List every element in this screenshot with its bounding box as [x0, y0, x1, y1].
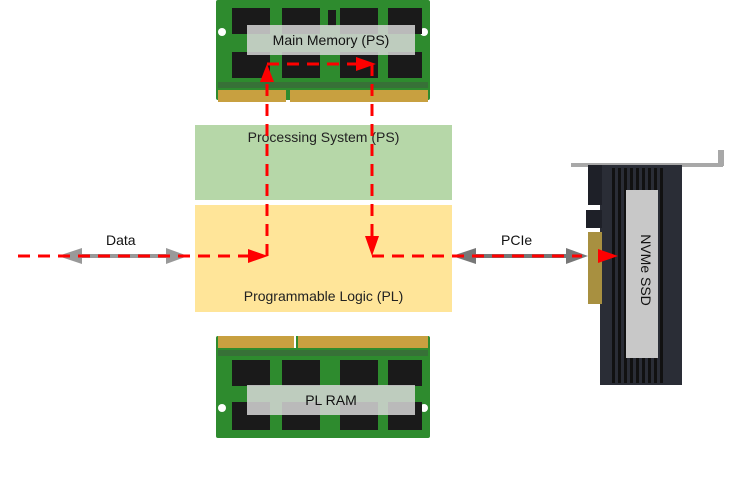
arrowhead-down-icon — [365, 236, 379, 256]
arrowhead-right-icon — [598, 249, 618, 263]
processing-system-label: Processing System (PS) — [247, 129, 400, 145]
arrowhead-right-icon — [248, 249, 268, 263]
data-link-label: Data — [106, 232, 136, 248]
write-path — [18, 62, 360, 258]
programmable-logic-block: Programmable Logic (PL) — [195, 205, 452, 312]
pl-ram-module: PL RAM — [212, 336, 434, 440]
pl-ram-label: PL RAM — [247, 385, 415, 415]
nvme-ssd-card: NVMe SSD — [570, 150, 740, 390]
main-memory-label: Main Memory (PS) — [247, 25, 415, 55]
programmable-logic-label: Programmable Logic (PL) — [243, 288, 404, 304]
arrowhead-right-icon — [356, 57, 376, 71]
arrowhead-up-icon — [260, 64, 274, 82]
read-path — [370, 64, 582, 258]
pcie-card-icon — [571, 150, 724, 385]
pcie-link-label: PCIe — [501, 232, 533, 248]
processing-system-block: Processing System (PS) — [195, 125, 452, 200]
main-memory-module: Main Memory (PS) — [212, 0, 434, 104]
